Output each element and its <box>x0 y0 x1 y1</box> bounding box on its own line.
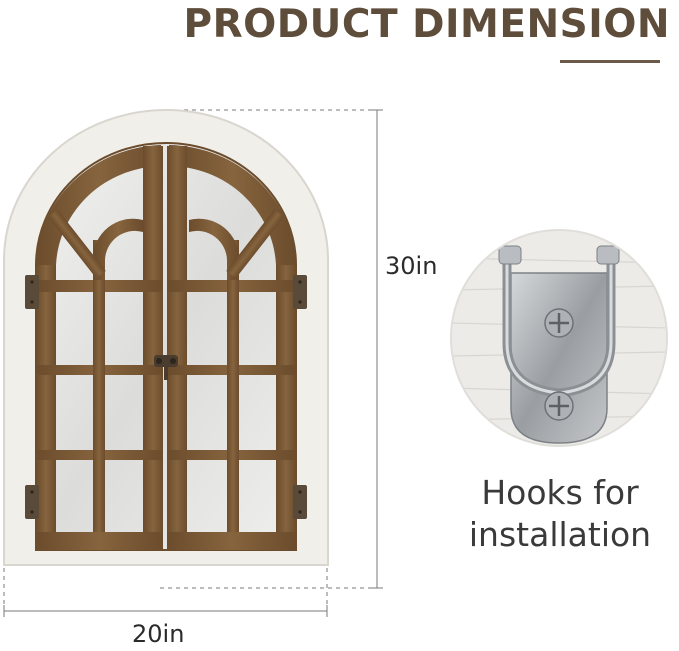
right-door <box>167 145 296 550</box>
hook-caption-line2: installation <box>468 515 652 554</box>
latch-icon <box>154 355 178 380</box>
hinge-icon <box>25 275 307 519</box>
hook-detail-circle <box>450 229 668 447</box>
hook-caption-line1: Hooks for <box>481 473 639 512</box>
title-underline <box>560 60 660 63</box>
height-dimension-label: 30in <box>385 252 438 280</box>
page-title: PRODUCT DIMENSION <box>183 2 670 47</box>
hook-caption: Hooks for installation <box>455 472 665 556</box>
sawtooth-hook-icon <box>498 245 620 444</box>
left-door <box>36 145 163 550</box>
arched-window-mirror <box>3 109 329 566</box>
width-dimension-label: 20in <box>132 620 185 648</box>
